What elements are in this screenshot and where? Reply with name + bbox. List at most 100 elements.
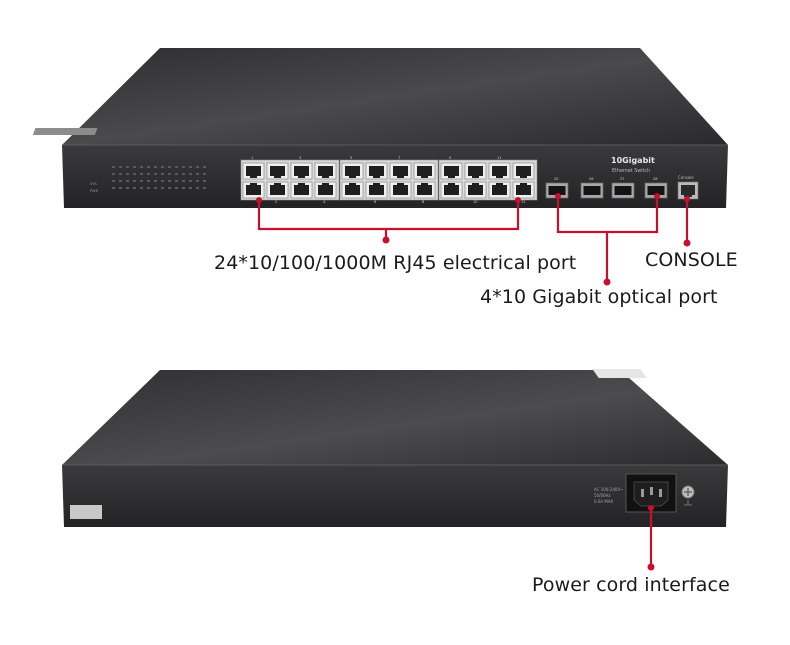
- led-dot: [126, 180, 129, 182]
- led-dot: [175, 180, 178, 182]
- led-dot: [182, 166, 185, 168]
- led-dot: [126, 173, 129, 175]
- power-rating-line3: 0.6A MAX: [594, 499, 614, 504]
- led-dot: [196, 166, 199, 168]
- led-dot: [161, 173, 164, 175]
- led-dot: [119, 166, 122, 168]
- led-indicator-panel: SYS PWR: [90, 166, 206, 193]
- led-dot: [168, 187, 171, 189]
- port-number-bottom: 12: [521, 200, 526, 204]
- led-dot: [154, 173, 157, 175]
- led-dot: [203, 173, 206, 175]
- led-dot: [168, 166, 171, 168]
- led-dot: [154, 166, 157, 168]
- led-dot: [147, 166, 150, 168]
- led-dot: [196, 187, 199, 189]
- led-dot: [140, 180, 143, 182]
- callout-console-line: [683, 196, 691, 247]
- svg-text:PWR: PWR: [90, 189, 99, 193]
- svg-text:SYS: SYS: [90, 182, 97, 186]
- sfp-port-number: 27: [620, 177, 625, 181]
- ground-screw-icon: [681, 485, 695, 506]
- led-dot: [112, 173, 115, 175]
- power-rating-line2: 50/60Hz: [594, 493, 611, 498]
- led-dot: [112, 180, 115, 182]
- led-dot: [189, 187, 192, 189]
- led-dot: [126, 187, 129, 189]
- front-switch-top: [62, 48, 728, 145]
- led-dot: [168, 173, 171, 175]
- led-dot: [168, 180, 171, 182]
- led-dot: [119, 187, 122, 189]
- sfp-port-number: 26: [589, 177, 594, 181]
- sfp-header-text: 10Gigabit: [611, 156, 655, 165]
- led-dot: [182, 180, 185, 182]
- led-dot: [161, 166, 164, 168]
- led-dot: [182, 187, 185, 189]
- led-dot: [189, 173, 192, 175]
- rj45-port-label: 24*10/100/1000M RJ45 electrical port: [214, 252, 577, 274]
- led-dot: [189, 180, 192, 182]
- led-dot: [133, 187, 136, 189]
- led-dot: [196, 180, 199, 182]
- callout-power-line: [647, 505, 655, 571]
- led-dot: [140, 173, 143, 175]
- port-number-bottom: 8: [422, 200, 425, 204]
- port-number-bottom: 6: [374, 200, 377, 204]
- led-dot: [133, 166, 136, 168]
- rear-switch-top: [62, 370, 728, 465]
- port-number-top: 9: [449, 156, 452, 160]
- port-number-top: 1: [251, 156, 253, 160]
- port-number-top: 3: [299, 156, 301, 160]
- sfp-port-number: 28: [653, 177, 658, 181]
- console-port-label: Console: [678, 175, 694, 180]
- callout-rj45-bracket: [256, 197, 521, 244]
- led-dot: [140, 166, 143, 168]
- rear-side-sticker: [70, 505, 102, 519]
- port-number-top: 7: [398, 156, 400, 160]
- led-dot: [161, 187, 164, 189]
- led-dot: [119, 180, 122, 182]
- sfp-port-number: 25: [554, 177, 559, 181]
- led-dot: [154, 180, 157, 182]
- port-number-bottom: 2: [275, 200, 277, 204]
- led-dot: [203, 166, 206, 168]
- led-dot: [133, 173, 136, 175]
- led-dot: [140, 187, 143, 189]
- led-dot: [175, 173, 178, 175]
- led-dot: [112, 166, 115, 168]
- led-dot: [175, 187, 178, 189]
- front-serial-sticker: [32, 128, 98, 135]
- led-dot: [112, 187, 115, 189]
- sfp-port-label: 4*10 Gigabit optical port: [480, 286, 718, 308]
- led-dot: [182, 173, 185, 175]
- led-dot: [147, 187, 150, 189]
- console-label: CONSOLE: [645, 249, 738, 271]
- led-dot: [133, 180, 136, 182]
- led-dot: [175, 166, 178, 168]
- port-number-top: 11: [497, 156, 502, 160]
- port-number-bottom: 4: [323, 200, 326, 204]
- led-dot: [126, 166, 129, 168]
- led-dot: [147, 180, 150, 182]
- led-dot: [161, 180, 164, 182]
- power-rating-line1: AC 100-240V~: [594, 487, 624, 492]
- led-dot: [119, 173, 122, 175]
- power-cord-label: Power cord interface: [532, 574, 730, 596]
- led-dot: [189, 166, 192, 168]
- port-number-bottom: 10: [473, 200, 478, 204]
- sfp-subheader-text: Ethernet Switch: [612, 168, 650, 174]
- rear-serial-sticker: [592, 369, 647, 378]
- callout-sfp-bracket: [555, 193, 660, 286]
- port-number-top: 5: [350, 156, 352, 160]
- rear-switch-face: [62, 465, 728, 527]
- led-dot: [154, 187, 157, 189]
- rear-switch: AC 100-240V~ 50/60Hz 0.6A MAX: [62, 369, 728, 527]
- led-dot: [196, 173, 199, 175]
- led-dot: [203, 180, 206, 182]
- led-dot: [203, 187, 206, 189]
